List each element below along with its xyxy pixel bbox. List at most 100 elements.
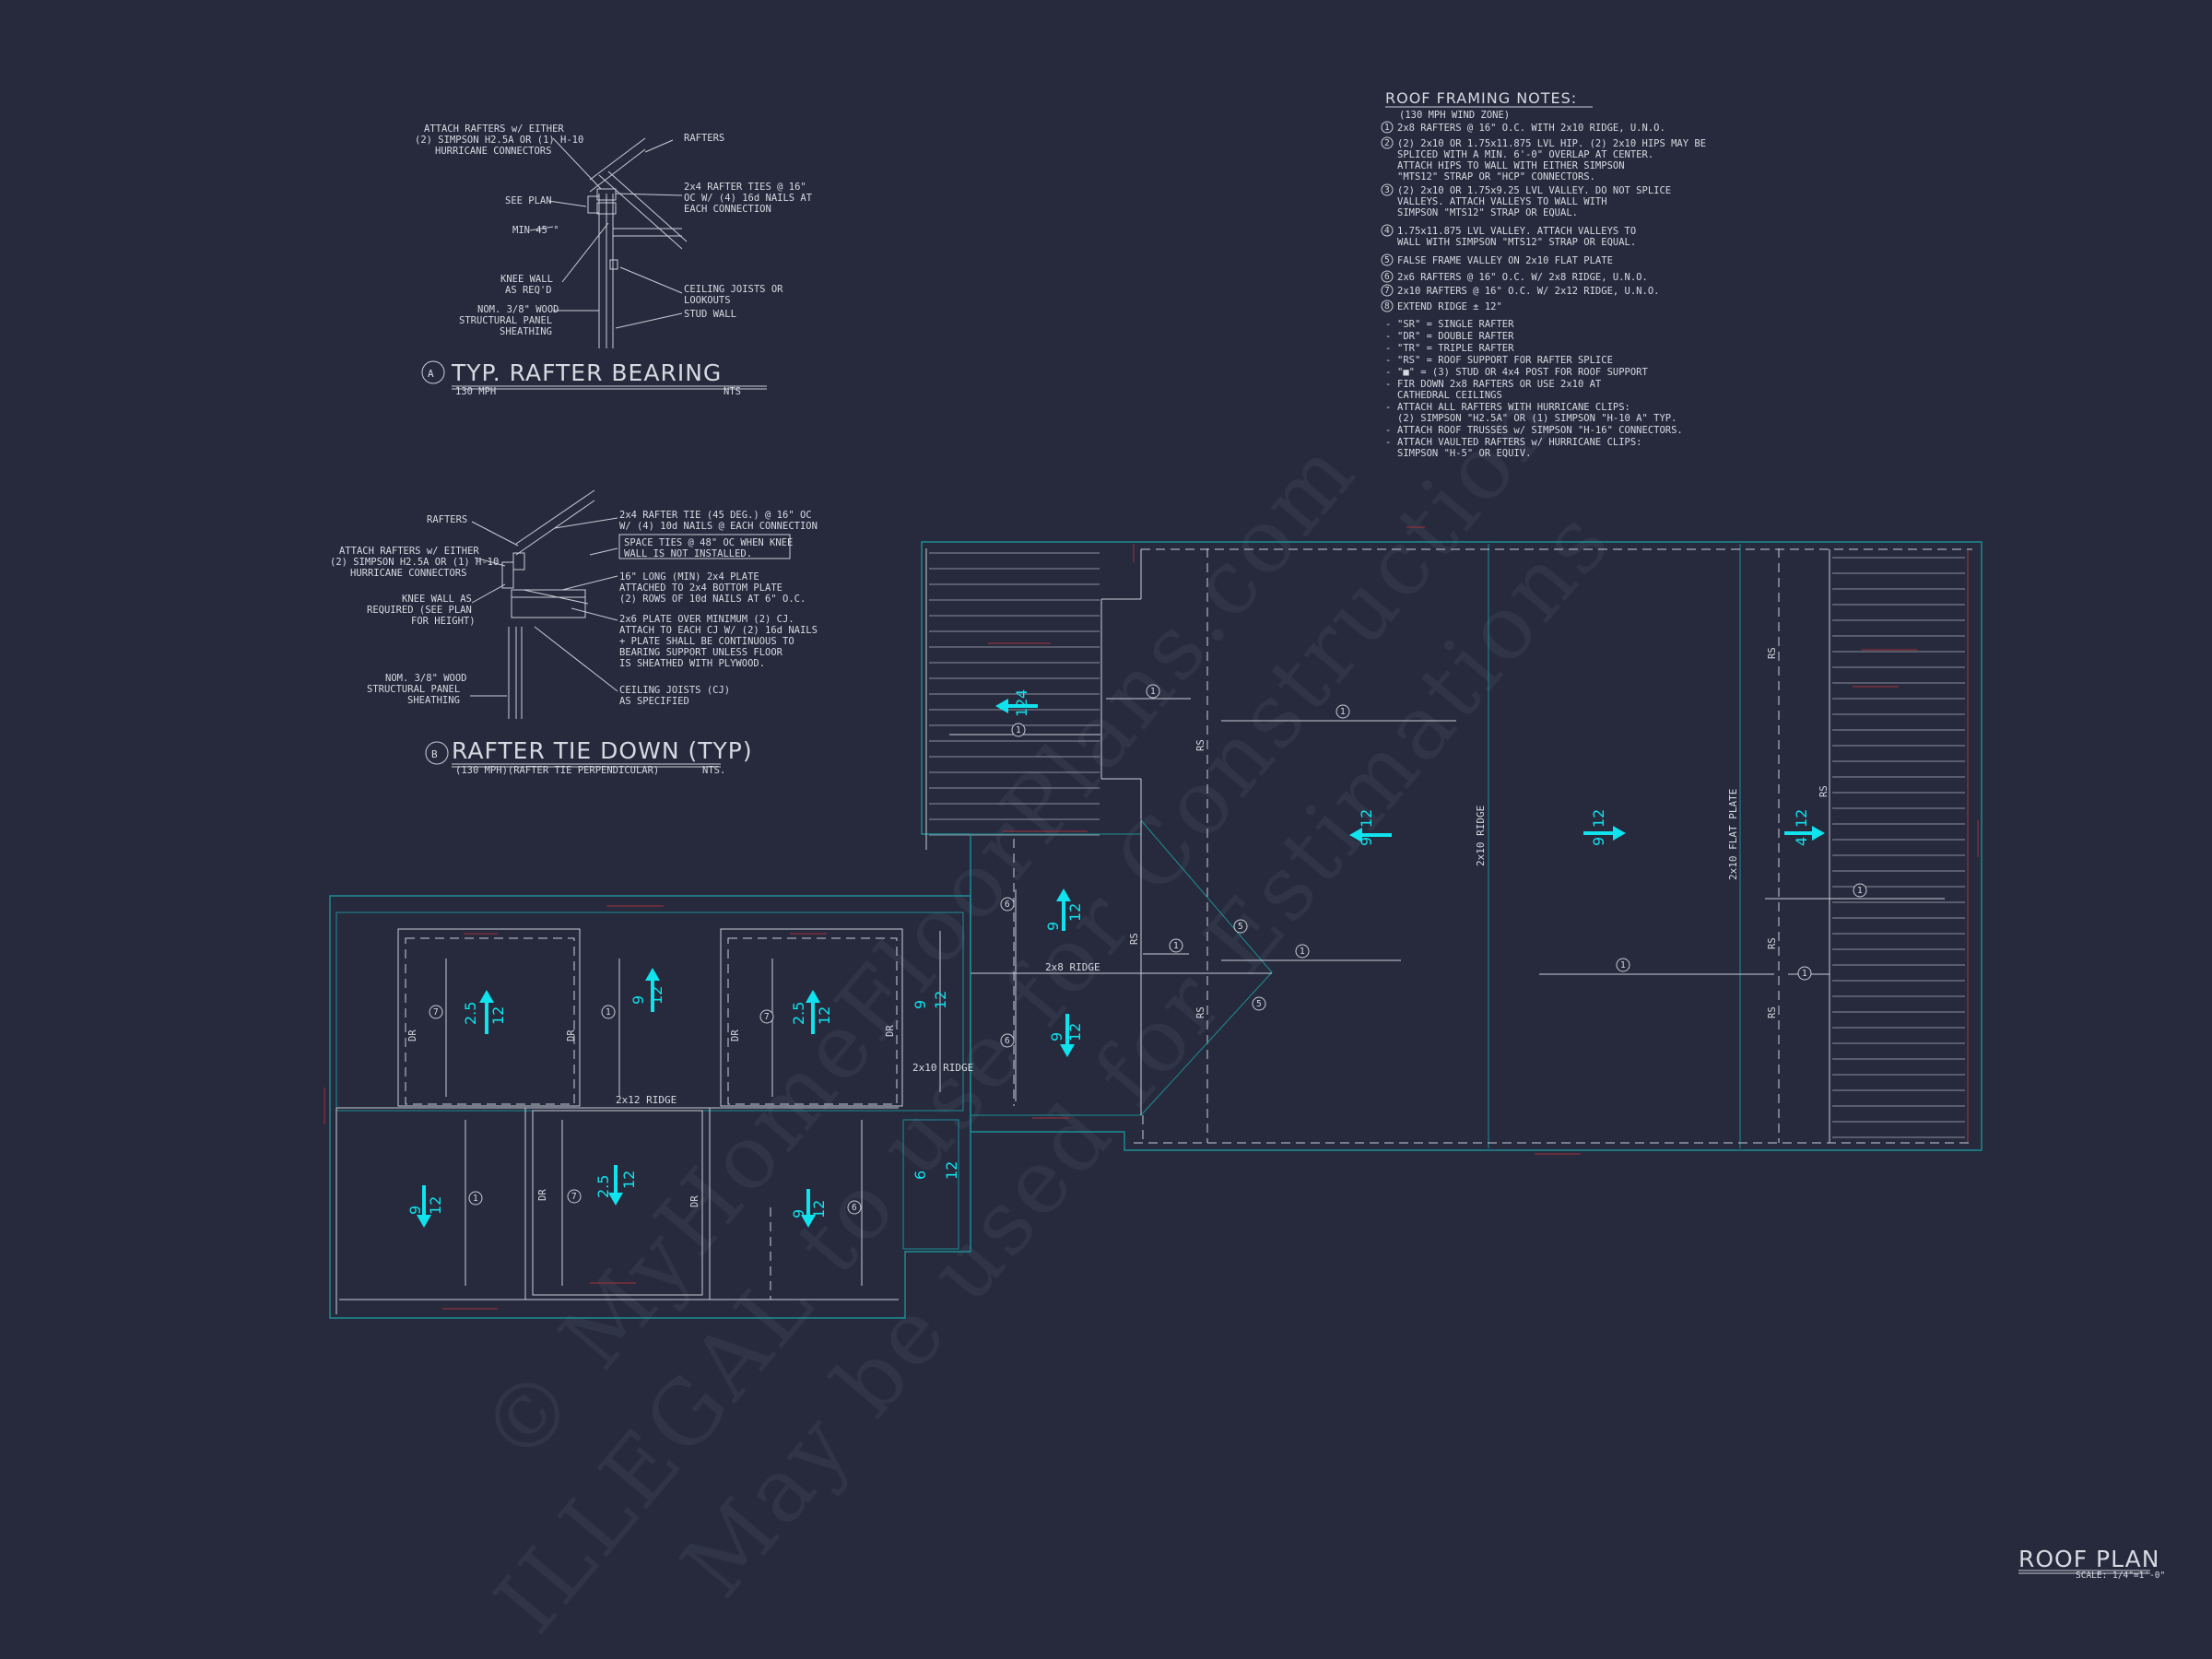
slope-arrow-up bbox=[806, 990, 820, 1034]
note-bullet: ATTACH ALL RAFTERS WITH HURRICANE CLIPS: bbox=[1397, 402, 1630, 413]
dr-tag: DR bbox=[885, 1025, 896, 1037]
callout: 7 bbox=[764, 1012, 770, 1022]
detail-b-plate2x6-l1: 2x6 PLATE OVER MINIMUM (2) CJ. bbox=[619, 614, 794, 625]
callout: 6 bbox=[1005, 900, 1010, 910]
detail-b-title: RAFTER TIE DOWN (TYP) bbox=[452, 737, 753, 764]
detail-b-plate16-l3: (2) ROWS OF 10d NAILS AT 6" O.C. bbox=[619, 594, 806, 605]
note-bullet: (2) SIMPSON "H2.5A" OR (1) SIMPSON "H-10… bbox=[1397, 413, 1677, 424]
pitch-run: 12 bbox=[810, 1200, 828, 1218]
callout: 1 bbox=[1300, 947, 1305, 957]
detail-b-knee-l1: KNEE WALL AS bbox=[402, 594, 472, 605]
detail-a-ceiling-l2: LOOKOUTS bbox=[684, 295, 731, 306]
detail-b-wind: (130 MPH)(RAFTER TIE PERPENDICULAR) bbox=[455, 765, 659, 776]
dr-tag: DR bbox=[407, 1030, 418, 1041]
roof-plan: 2x12 RIDGE 2x10 RIDGE 2x8 RIDGE 2x10 RID… bbox=[324, 526, 1983, 1319]
callout: 1 bbox=[1340, 707, 1346, 717]
note-3-l1: (2) 2x10 OR 1.75x9.25 LVL VALLEY. DO NOT… bbox=[1397, 185, 1671, 196]
note-2-num: 2 bbox=[1384, 138, 1390, 148]
pitch-rise: 9 bbox=[1358, 837, 1375, 846]
pitch-rise: 9 bbox=[406, 1206, 424, 1215]
watermark-line-2: ILLEGAL to use for Construction bbox=[476, 367, 1577, 1652]
detail-b-attach-l3: HURRICANE CONNECTORS bbox=[350, 568, 466, 579]
left-rafter-field bbox=[925, 548, 1142, 850]
note-bullet: "RS" = ROOF SUPPORT FOR RAFTER SPLICE bbox=[1397, 355, 1613, 366]
detail-a-title: TYP. RAFTER BEARING bbox=[451, 359, 722, 386]
note-4-num: 4 bbox=[1384, 226, 1390, 236]
slope-arrow-down bbox=[417, 1185, 431, 1228]
callout: 1 bbox=[473, 1194, 478, 1204]
pitch-run: 12 bbox=[648, 986, 665, 1005]
pitch-rise: 4 bbox=[1013, 689, 1030, 699]
left-wing-outline bbox=[329, 895, 971, 1319]
ridge-label-2x8: 2x8 RIDGE bbox=[1045, 961, 1100, 973]
pitch-rise: 6 bbox=[912, 1171, 929, 1180]
watermark: © MyHomeFloorPlans.com ILLEGAL to use fo… bbox=[461, 367, 1631, 1652]
callout: 6 bbox=[1005, 1036, 1010, 1046]
notes-subtitle: (130 MPH WIND ZONE) bbox=[1399, 110, 1510, 121]
detail-a-attach-l2: (2) SIMPSON H2.5A OR (1) H-10 bbox=[415, 135, 583, 146]
detail-b-attach-l1: ATTACH RAFTERS w/ EITHER bbox=[339, 546, 479, 557]
slope-arrow-right bbox=[1583, 826, 1626, 841]
detail-b-nom-l1: NOM. 3/8" WOOD bbox=[385, 673, 467, 684]
detail-b-plate2x6-l3: + PLATE SHALL BE CONTINUOUS TO bbox=[619, 636, 794, 647]
note-4-l1: 1.75x11.875 LVL VALLEY. ATTACH VALLEYS T… bbox=[1397, 226, 1636, 237]
detail-b-plate16-l1: 16" LONG (MIN) 2x4 PLATE bbox=[619, 571, 759, 582]
detail-a-see-plan-label: SEE PLAN bbox=[505, 195, 552, 206]
note-8-l1: EXTEND RIDGE ± 12" bbox=[1397, 301, 1502, 312]
note-bullet: FIR DOWN 2x8 RAFTERS OR USE 2x10 AT bbox=[1397, 379, 1602, 390]
note-bullet: ATTACH VAULTED RAFTERS w/ HURRICANE CLIP… bbox=[1397, 437, 1642, 448]
slope-arrow-up bbox=[479, 990, 494, 1034]
dr-tag: DR bbox=[537, 1189, 548, 1201]
detail-a-knee-l1: KNEE WALL bbox=[500, 274, 553, 285]
pitch-rise: 9 bbox=[1048, 1032, 1065, 1041]
svg-text:-: - bbox=[1385, 367, 1391, 378]
rs-tag: RS bbox=[1195, 1006, 1206, 1018]
detail-b-plate16-l2: ATTACHED TO 2x4 BOTTOM PLATE bbox=[619, 582, 782, 594]
pitch-run: 12 bbox=[620, 1171, 638, 1189]
slope-arrow-up bbox=[1056, 888, 1071, 931]
slope-arrow-left bbox=[995, 699, 1038, 713]
detail-b-knee-l2: REQUIRED (SEE PLAN bbox=[367, 605, 472, 616]
pitch-run: 12 bbox=[816, 1006, 833, 1025]
flat-plate-label: 2x10 FLAT PLATE bbox=[1727, 789, 1739, 880]
note-bullet: "■" = (3) STUD OR 4x4 POST FOR ROOF SUPP… bbox=[1397, 367, 1649, 378]
dr-tag: DR bbox=[689, 1195, 700, 1207]
callout-circles: 1 1 1 1 1 1 1 1 1 1 5 5 6 6 6 7 7 7 bbox=[429, 684, 1867, 1215]
svg-text:-: - bbox=[1385, 343, 1391, 354]
callout: 5 bbox=[1238, 922, 1243, 932]
svg-text:-: - bbox=[1385, 379, 1391, 390]
rs-tag: RS bbox=[1129, 933, 1140, 945]
note-5-l1: FALSE FRAME VALLEY ON 2x10 FLAT PLATE bbox=[1397, 255, 1613, 266]
svg-text:-: - bbox=[1385, 331, 1391, 342]
rs-tag: RS bbox=[1195, 739, 1206, 751]
right-wing-outline bbox=[921, 541, 1983, 1151]
pitch-rise: 9 bbox=[790, 1209, 807, 1218]
pitch-rise: 9 bbox=[1044, 922, 1062, 931]
detail-a-ceiling-l1: CEILING JOISTS OR bbox=[684, 284, 783, 295]
detail-a-marker: A bbox=[428, 368, 434, 380]
callout: 6 bbox=[852, 1203, 857, 1213]
pitch-run: 12 bbox=[1066, 903, 1084, 922]
detail-a-nom-l2: STRUCTURAL PANEL bbox=[459, 315, 552, 326]
pitch-run: 12 bbox=[1793, 809, 1810, 828]
detail-b-plate2x6-l4: BEARING SUPPORT UNLESS FLOOR bbox=[619, 647, 783, 658]
slope-arrow-down bbox=[1060, 1014, 1075, 1057]
detail-a-nom-l1: NOM. 3/8" WOOD bbox=[477, 304, 559, 315]
callout: 1 bbox=[606, 1007, 611, 1018]
roof-plan-scale: SCALE: 1/4"=1'-0" bbox=[2076, 1571, 2165, 1581]
note-6-l1: 2x6 RAFTERS @ 16" O.C. W/ 2x8 RIDGE, U.N… bbox=[1397, 272, 1648, 283]
detail-a-rafter-bearing: ATTACH RAFTERS w/ EITHER (2) SIMPSON H2.… bbox=[415, 124, 813, 397]
pitch-run: 12 bbox=[932, 991, 949, 1009]
pitch-rise: 4 bbox=[1793, 837, 1810, 846]
detail-b-ceiling-l2: AS SPECIFIED bbox=[619, 696, 689, 707]
note-7-l1: 2x10 RAFTERS @ 16" O.C. W/ 2x12 RIDGE, U… bbox=[1397, 286, 1659, 297]
detail-b-scale: NTS. bbox=[702, 765, 725, 776]
roof-framing-notes: ROOF FRAMING NOTES: (130 MPH WIND ZONE) … bbox=[1381, 89, 1706, 459]
rs-tag: RS bbox=[1767, 1006, 1778, 1018]
ridge-label-2x10-vertical: 2x10 RIDGE bbox=[1475, 806, 1487, 866]
callout: 7 bbox=[433, 1007, 439, 1018]
detail-a-min45-label: MIN 45 ° bbox=[512, 225, 559, 236]
note-3-num: 3 bbox=[1384, 185, 1390, 195]
pitch-run: 12 bbox=[1590, 809, 1607, 828]
